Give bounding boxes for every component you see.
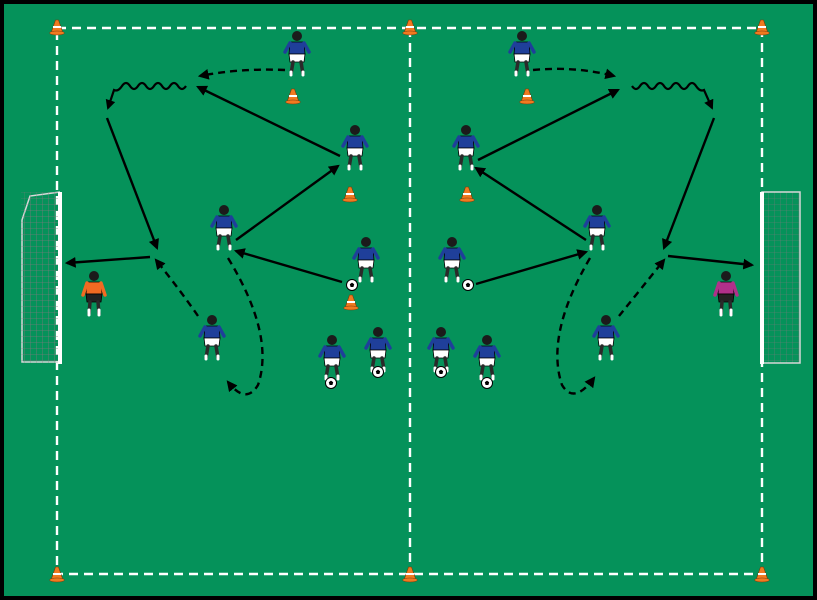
ball	[346, 279, 358, 291]
pass-arrows	[64, 85, 755, 286]
dribble-arrows	[105, 81, 714, 110]
ball	[372, 366, 384, 378]
run-arrows	[154, 67, 666, 396]
left-goal	[21, 191, 62, 364]
right-goal	[760, 191, 801, 364]
ball	[481, 377, 493, 389]
ball	[435, 366, 447, 378]
ball	[462, 279, 474, 291]
ball	[325, 377, 337, 389]
